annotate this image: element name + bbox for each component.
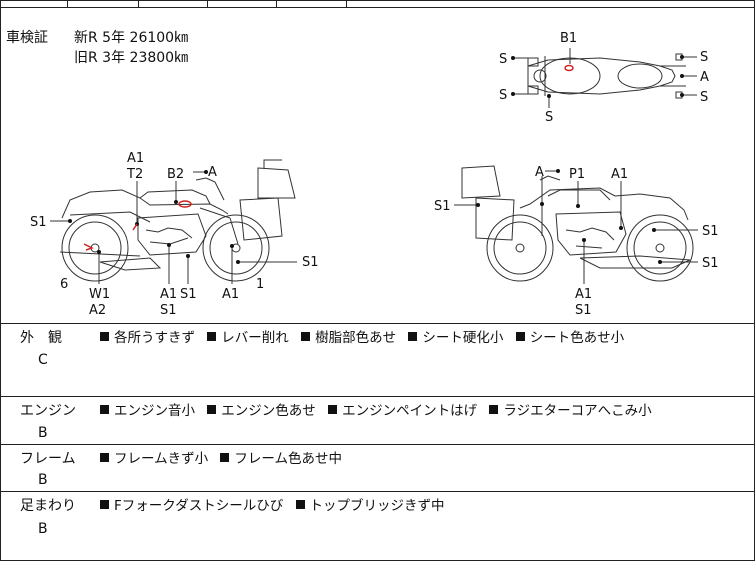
- damage-diagram: B1 S S S S A S A1 T2 B2 A S1 6 W1 A2 A1 …: [30, 31, 719, 318]
- bullet-square-icon: [489, 405, 499, 414]
- label-s1-right-r1: S1: [702, 224, 719, 239]
- row-divider: [0, 491, 755, 492]
- label-w1: W1: [89, 287, 110, 302]
- row-grade-exterior: C: [38, 352, 48, 368]
- label-a1-left-top: A1: [127, 151, 144, 166]
- bullet-square-icon: [408, 332, 418, 341]
- bullet-square-icon: [301, 332, 311, 341]
- label-s1-left-right: S1: [302, 255, 319, 270]
- item: エンジンペイントはげ: [342, 403, 478, 419]
- item: Fフォークダストシールひび: [114, 498, 284, 514]
- item: シート色あせ小: [529, 330, 625, 346]
- row-label-frame: フレーム: [20, 451, 76, 467]
- label-s1-left-mid: S1: [160, 303, 177, 318]
- bullet-square-icon: [100, 332, 109, 341]
- label-a-left-top: A: [208, 165, 217, 180]
- label-6: 6: [60, 277, 68, 292]
- label-s-bottom-left: S: [499, 88, 507, 103]
- label-s1-right-r2: S1: [702, 256, 719, 271]
- row-items-exterior: 各所うすきず レバー削れ 樹脂部色あせ シート硬化小 シート色あせ小: [100, 330, 632, 346]
- bullet-square-icon: [100, 500, 109, 509]
- section-divider: [0, 323, 755, 324]
- right-bike: [461, 165, 694, 282]
- item: レバー削れ: [221, 330, 289, 346]
- label-s-bottom: S: [545, 110, 553, 125]
- bullet-square-icon: [207, 332, 217, 341]
- label-s1-right-left: S1: [434, 199, 451, 214]
- label-a-right-top: A: [535, 165, 544, 180]
- label-s1-left-bike: S1: [30, 215, 47, 230]
- bullet-square-icon: [295, 500, 305, 509]
- label-a-right: A: [700, 70, 709, 85]
- item: フレームきず小: [114, 451, 209, 467]
- bullet-square-icon: [220, 453, 230, 462]
- bullet-square-icon: [100, 453, 109, 462]
- bullet-square-icon: [515, 332, 525, 341]
- inspection-title: 車検証: [6, 30, 48, 46]
- row-grade-frame: B: [38, 472, 48, 488]
- label-s-top-left: S: [499, 52, 507, 67]
- label-s-bottom-right: S: [700, 90, 708, 105]
- row-grade-suspension: B: [38, 521, 48, 537]
- item: 各所うすきず: [114, 330, 195, 346]
- row-items-frame: フレームきず小 フレーム色あせ中: [100, 451, 350, 467]
- label-s1-right-bottom: S1: [575, 303, 592, 318]
- label-s-top-right: S: [700, 50, 708, 65]
- header-row-divider: [0, 7, 755, 8]
- label-a1-right-top: A1: [611, 167, 628, 182]
- bullet-square-icon: [328, 405, 338, 414]
- item: フレーム色あせ中: [234, 451, 343, 467]
- header-cell-divider: [67, 0, 68, 7]
- top-view-bike: [527, 53, 686, 99]
- row-divider: [0, 444, 755, 445]
- label-a1-right-bottom: A1: [575, 287, 592, 302]
- label-a1-left-mid: A1: [160, 287, 177, 302]
- label-p1: P1: [569, 167, 585, 182]
- item: シート硬化小: [422, 330, 504, 346]
- label-a2: A2: [89, 303, 106, 318]
- bullet-square-icon: [207, 405, 217, 414]
- header-cell-divider: [207, 0, 208, 7]
- item: ラジエターコアへこみ小: [503, 403, 652, 419]
- item: エンジン音小: [114, 403, 195, 419]
- label-a1-left-low: A1: [222, 287, 239, 302]
- header-cell-divider: [276, 0, 277, 7]
- inspection-new-entry: 新R 5年 26100㎞: [74, 30, 189, 46]
- item: エンジン色あせ: [221, 403, 316, 419]
- left-bike: [59, 159, 296, 282]
- label-b2: B2: [167, 167, 184, 182]
- item: トップブリッジきず中: [309, 498, 445, 514]
- row-label-suspension: 足まわり: [20, 498, 76, 514]
- row-label-engine: エンジン: [20, 403, 76, 419]
- row-items-suspension: Fフォークダストシールひび トップブリッジきず中: [100, 498, 453, 514]
- bullet-square-icon: [100, 405, 109, 414]
- red-damage-marks: [83, 64, 574, 251]
- row-label-exterior: 外 観: [20, 330, 62, 346]
- row-divider: [0, 396, 755, 397]
- damage-dots: [68, 55, 684, 264]
- label-b1-top: B1: [560, 31, 577, 46]
- header-cell-divider: [138, 0, 139, 7]
- row-items-engine: エンジン音小 エンジン色あせ エンジンペイントはげ ラジエターコアへこみ小: [100, 403, 660, 419]
- label-1: 1: [256, 277, 264, 292]
- item: 樹脂部色あせ: [315, 330, 397, 346]
- inspection-old-entry: 旧R 3年 23800㎞: [74, 50, 189, 66]
- header-cell-divider: [346, 0, 347, 7]
- row-grade-engine: B: [38, 425, 48, 441]
- label-s1-left-mid2: S1: [180, 287, 197, 302]
- label-t2: T2: [126, 167, 143, 182]
